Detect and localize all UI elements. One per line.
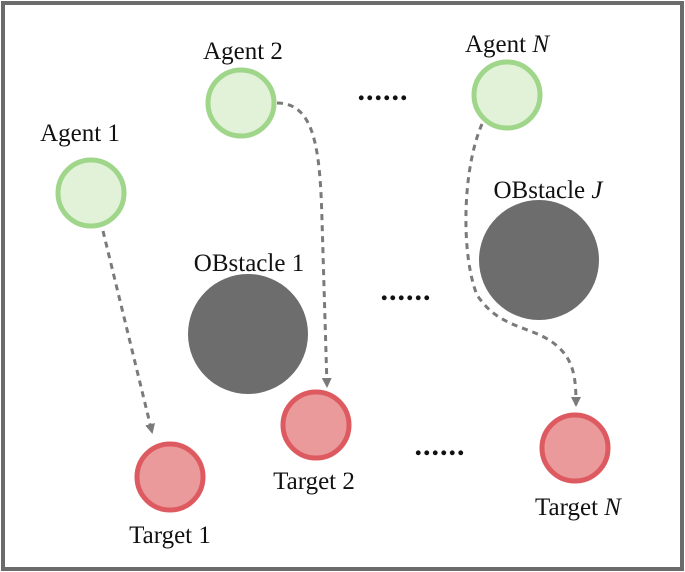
ellipsis-agents: ...... [358,74,409,107]
agent-1-node [55,157,127,229]
agent-n-node [471,59,543,131]
path-agent-1 [101,230,155,434]
obstacle-1-node [188,274,308,394]
ellipsis-obstacles: ...... [381,274,432,307]
target-1-label: Target 1 [129,522,211,549]
agent-n-label: Agent N [465,31,550,58]
agent-2-label: Agent 2 [203,38,283,65]
ellipsis-targets: ...... [415,429,466,462]
target-n-label: Target N [535,494,622,521]
agent-1-label: Agent 1 [40,120,120,147]
target-1-node [134,441,206,513]
path-agent-2 [276,101,332,388]
agent-2-node [205,67,277,139]
obstacle-j-node [479,200,599,320]
target-2-label: Target 2 [273,468,355,495]
target-2-node [280,389,352,461]
obstacle-j-label: OBstacle J [494,177,605,204]
obstacle-1-label: OBstacle 1 [194,250,304,277]
target-n-node [539,412,611,484]
path-agent-n [464,123,581,407]
